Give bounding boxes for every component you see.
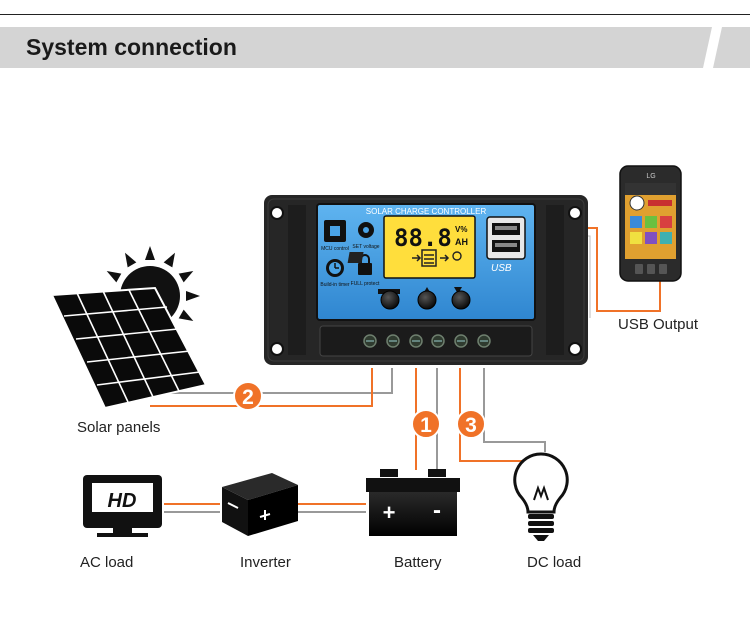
step-badge-2: [233, 381, 263, 411]
feature-label-mcu: MCU control: [321, 246, 349, 252]
lcd-battery-icon: [421, 249, 437, 267]
page-title: System connection: [26, 34, 237, 60]
label-inverter: Inverter: [240, 554, 291, 571]
controller-screen-title: SOLAR CHARGE CONTROLLER: [366, 207, 487, 216]
terminal-block: [319, 325, 533, 357]
monitor-icon: [83, 475, 162, 537]
lcd-unit-bottom: AH: [455, 237, 468, 247]
mount-hole: [568, 206, 582, 220]
mount-hole: [270, 206, 284, 220]
down-arrow-icon: [454, 287, 462, 294]
menu-button[interactable]: [380, 290, 400, 310]
solar-panel-icon: [50, 246, 208, 410]
top-rule: [0, 14, 750, 15]
label-dc-load: DC load: [527, 554, 582, 571]
solar-wire-gray: [145, 368, 393, 394]
feature-label-protect: FULL protect: [351, 281, 380, 287]
battery-negative: -: [433, 497, 441, 524]
solar-wire-orange: [150, 368, 373, 407]
usb-wire-orange: [586, 227, 661, 312]
battery-positive: +: [383, 500, 396, 525]
lcd-solar-icon: [347, 252, 364, 263]
header-banner: [0, 27, 750, 68]
lcd-readout: 88.8: [394, 224, 452, 252]
up-button[interactable]: [417, 290, 437, 310]
step-badge-3: [456, 409, 486, 439]
step-number-3: 3: [465, 414, 477, 437]
feature-label-timer: Build-in timer: [320, 282, 350, 288]
feature-label-set: SET voltage: [352, 244, 379, 250]
dc-wire-gray: [483, 368, 546, 452]
dc-wire-orange: [459, 368, 527, 462]
lcd-display: [383, 215, 476, 279]
phone-brand: LG: [646, 173, 655, 180]
hd-badge: HD: [108, 490, 137, 512]
step-number-2: 2: [242, 386, 254, 409]
light-bulb-icon: [513, 452, 569, 541]
step-badge-1: [411, 409, 441, 439]
inverter-icon: [222, 473, 298, 536]
label-usb-output: USB Output: [618, 316, 699, 333]
mount-hole: [270, 342, 284, 356]
battery-icon: [366, 469, 460, 536]
step-number-1: 1: [420, 414, 432, 437]
label-solar-panels: Solar panels: [77, 419, 161, 436]
lcd-unit-top: V%: [455, 225, 467, 234]
label-battery: Battery: [394, 554, 442, 571]
charge-controller: [264, 195, 588, 365]
down-button[interactable]: [451, 290, 471, 310]
lock-icon: [358, 263, 372, 275]
lcd-bulb-icon: [452, 251, 462, 261]
mount-hole: [568, 342, 582, 356]
label-ac-load: AC load: [80, 554, 134, 571]
smartphone-icon: [619, 165, 682, 282]
usb-badge: USB: [491, 263, 512, 274]
